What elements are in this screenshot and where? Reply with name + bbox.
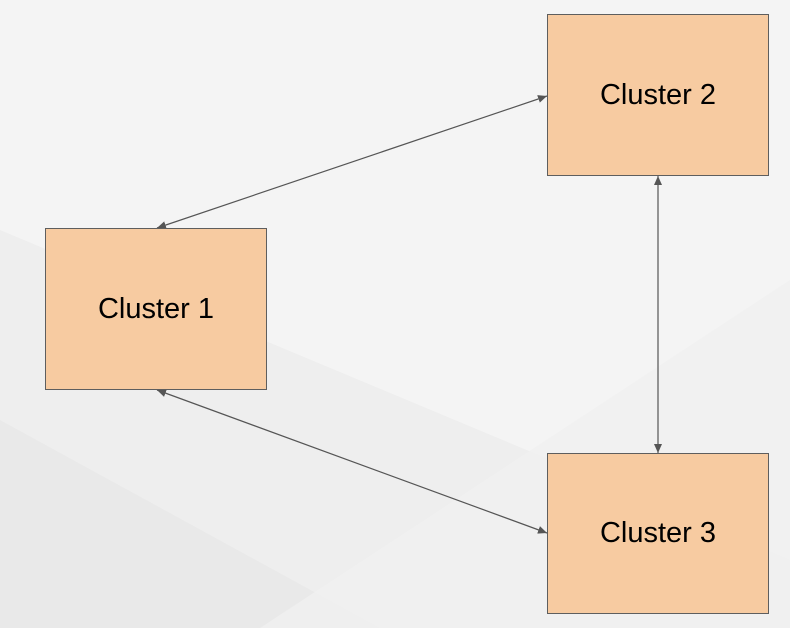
cluster-3-label: Cluster 3 — [599, 517, 717, 549]
cluster-2-label: Cluster 2 — [599, 78, 717, 111]
cluster-3-node[interactable]: Cluster 3 — [547, 453, 769, 614]
cluster-1-label: Cluster 1 — [97, 292, 215, 325]
cluster-1-node[interactable]: Cluster 1 — [45, 228, 267, 390]
cluster-2-node[interactable]: Cluster 2 — [547, 14, 769, 176]
edge-cluster1-cluster3 — [156, 389, 548, 534]
edge-cluster1-cluster2 — [156, 95, 548, 229]
